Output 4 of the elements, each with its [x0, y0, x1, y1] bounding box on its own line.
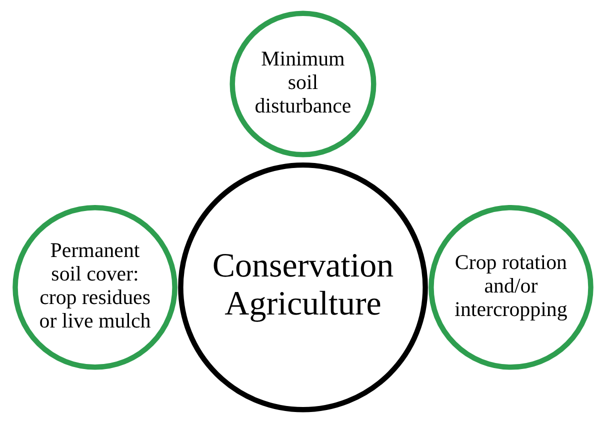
- node-circle: Permanent soil cover: crop residues or live mulch: [12, 204, 178, 370]
- node-circle: Conservation Agriculture: [178, 162, 428, 412]
- node-circle: Minimum soil disturbance: [230, 10, 376, 158]
- node-circle: Crop rotation and/or intercropping: [428, 204, 594, 370]
